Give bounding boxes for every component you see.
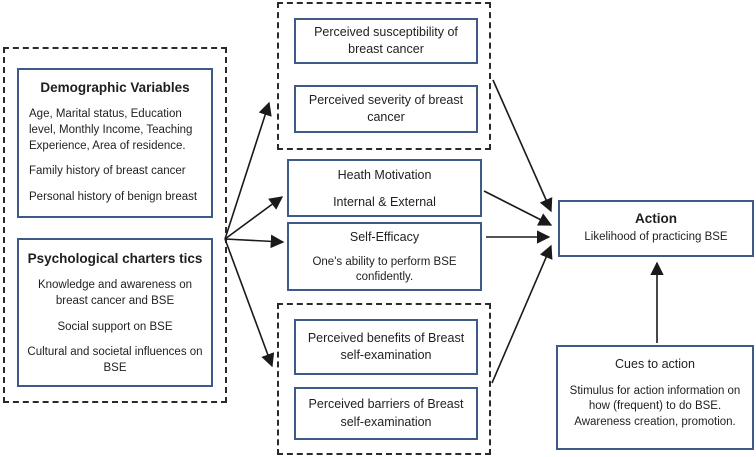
perceived-severity-label: Perceived severity of breast cancer — [308, 92, 464, 125]
psychological-para-1: Knowledge and awareness on breast cancer… — [37, 278, 193, 307]
perception-top-group — [277, 2, 491, 150]
action-box: Action Likelihood of practicing BSE — [558, 200, 754, 257]
cues-body: Stimulus for action information on how (… — [558, 384, 752, 432]
psychological-characteristics-box: Psychological charters tics Knowledge an… — [17, 238, 213, 387]
arrow-left-to-bottom-group — [224, 238, 275, 368]
cues-to-action-box: Cues to action Stimulus for action infor… — [556, 345, 754, 450]
demographic-para-1: Age, Marital status, Education level, Mo… — [29, 107, 193, 152]
action-title: Action — [635, 211, 677, 226]
perceived-susceptibility-box: Perceived susceptibility of breast cance… — [294, 18, 478, 64]
health-motivation-box: Heath Motivation Internal & External — [287, 159, 482, 217]
perception-bottom-group — [277, 303, 491, 455]
self-efficacy-title: Self-Efficacy — [349, 230, 420, 244]
perceived-barriers-box: Perceived barriers of Breast self-examin… — [294, 387, 478, 440]
arrow-health-motivation-to-action — [483, 190, 553, 226]
psychological-para-2: Social support on BSE — [57, 320, 173, 333]
perceived-benefits-box: Perceived benefits of Breast self-examin… — [294, 319, 478, 375]
arrow-top-group-to-action — [492, 79, 553, 213]
arrow-left-to-health-motivation — [224, 196, 284, 240]
cues-body-line-2: Awareness creation, promotion. — [574, 416, 736, 429]
demographic-para-2: Family history of breast cancer — [29, 165, 186, 178]
health-motivation-subtitle: Internal & External — [333, 194, 436, 209]
perceived-susceptibility-label: Perceived susceptibility of breast cance… — [314, 24, 458, 57]
perceived-severity-box: Perceived severity of breast cancer — [294, 85, 478, 133]
cues-body-line-1: Stimulus for action information on how (… — [569, 384, 741, 413]
demographic-title: Demographic Variables — [40, 80, 190, 95]
self-efficacy-subtitle: One's ability to perform BSE confidently… — [312, 255, 457, 284]
perceived-benefits-label: Perceived benefits of Breast self-examin… — [307, 330, 465, 363]
arrow-bottom-group-to-action — [491, 244, 553, 384]
action-subtitle: Likelihood of practicing BSE — [584, 230, 728, 243]
arrow-left-to-top-group — [224, 101, 272, 240]
cues-title: Cues to action — [615, 357, 695, 371]
demographic-para-3: Personal history of benign breast — [29, 191, 198, 204]
health-motivation-title: Heath Motivation — [337, 168, 432, 182]
perceived-barriers-label: Perceived barriers of Breast self-examin… — [308, 397, 464, 429]
self-efficacy-box: Self-Efficacy One's ability to perform B… — [287, 222, 482, 291]
psychological-para-3: Cultural and societal influences on BSE — [27, 346, 203, 375]
psychological-title: Psychological charters tics — [27, 251, 203, 266]
demographic-variables-box: Demographic Variables Age, Marital statu… — [17, 68, 213, 218]
arrow-left-to-self-efficacy — [224, 234, 285, 249]
